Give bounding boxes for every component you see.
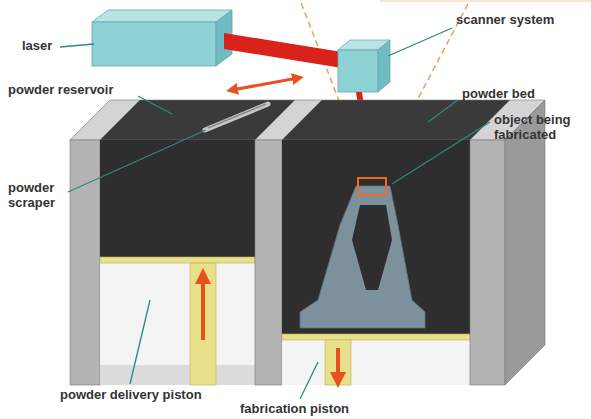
- scraper-label: powder scraper: [8, 180, 68, 210]
- reservoir-label: powder reservoir: [8, 82, 114, 97]
- fabricated-object: [300, 178, 425, 328]
- powder-scraper-blade: [205, 104, 268, 130]
- fabrication-piston-shaft: [325, 340, 351, 385]
- powder-scraper-edge: [208, 104, 266, 128]
- laser-beam: [224, 33, 346, 68]
- leader-lines: [60, 28, 490, 399]
- fabrication-down-arrow: [336, 348, 340, 380]
- scan-field-edge: [380, 1, 591, 2]
- scanner-box: [338, 40, 390, 92]
- delivery-up-arrow: [201, 276, 205, 340]
- delivery-piston-label: powder delivery piston: [60, 387, 202, 402]
- object-label: object being fabricated: [494, 112, 586, 142]
- delivery-piston-shaft: [190, 263, 216, 385]
- focus-marker: [358, 178, 386, 195]
- laser-box: [92, 10, 232, 66]
- fabrication-piston-label: fabrication piston: [240, 401, 349, 416]
- delivery-piston-plate: [100, 257, 255, 263]
- scraper-motion-arrow: [232, 78, 298, 90]
- laser-label: laser: [22, 38, 52, 53]
- scanner-label: scanner system: [456, 12, 554, 27]
- powder-bed-label: powder bed: [462, 86, 535, 101]
- fabrication-piston-plate: [282, 334, 470, 340]
- machine-housing: [70, 100, 545, 385]
